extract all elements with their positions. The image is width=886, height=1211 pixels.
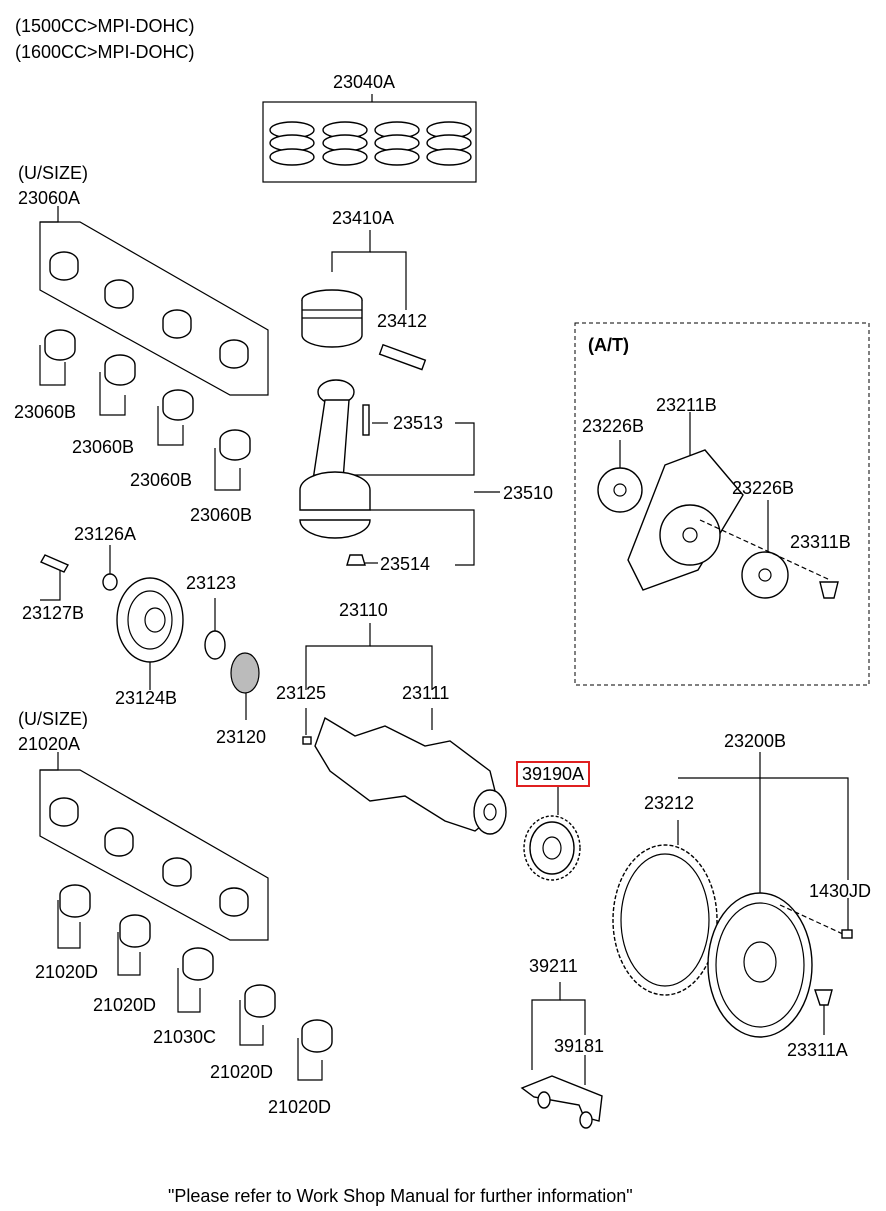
part-label-23226B-2[interactable]: 23226B: [732, 478, 795, 498]
sensor-bracket-icon: [520, 982, 603, 1129]
part-label-23311A[interactable]: 23311A: [787, 1040, 848, 1060]
part-label-21020D-4[interactable]: 21020D: [268, 1097, 332, 1117]
part-label-39181[interactable]: 39181: [554, 1036, 605, 1056]
part-label-23060B-4[interactable]: 23060B: [190, 505, 253, 525]
engine-spec-line-2: (1600CC>MPI-DOHC): [15, 42, 195, 62]
engine-spec-line-1: (1500CC>MPI-DOHC): [15, 16, 195, 36]
main-bearing-set-icon: [39, 752, 269, 941]
undersize-label-upper: (U/SIZE): [18, 163, 88, 183]
part-label-21020D-1[interactable]: 21020D: [35, 962, 99, 982]
part-label-21020D-3[interactable]: 21020D: [210, 1062, 274, 1082]
part-label-39211[interactable]: 39211: [529, 956, 578, 976]
piston-ring-set-icon: [269, 121, 472, 166]
part-label-23211B[interactable]: 23211B: [656, 395, 717, 415]
at-option-box: [574, 322, 870, 686]
at-label: (A/T): [588, 335, 629, 355]
conrod-bearing-icon: [39, 329, 251, 491]
part-label-23124B[interactable]: 23124B: [115, 688, 178, 708]
crank-sprocket-icon: [523, 787, 581, 881]
part-label-23226B-1[interactable]: 23226B: [582, 416, 645, 436]
part-label-23040A[interactable]: 23040A: [333, 72, 396, 92]
part-label-21030C[interactable]: 21030C: [153, 1027, 217, 1047]
part-label-23412[interactable]: 23412: [377, 311, 428, 331]
part-label-39190A-highlighted[interactable]: 39190A: [516, 761, 591, 787]
flywheel-icon: [612, 752, 853, 1038]
part-label-21020D-2[interactable]: 21020D: [93, 995, 157, 1015]
flexplate-icon: [597, 412, 839, 599]
piston-rings-group: [262, 94, 477, 183]
part-label-23111[interactable]: 23111: [402, 683, 450, 703]
part-label-23513[interactable]: 23513: [393, 413, 444, 433]
part-label-1430JD[interactable]: 1430JD: [809, 881, 872, 901]
undersize-label-lower: (U/SIZE): [18, 709, 88, 729]
part-label-23410A[interactable]: 23410A: [332, 208, 395, 228]
part-label-21020A[interactable]: 21020A: [18, 734, 81, 754]
conrod-bearing-set-icon: [39, 206, 269, 396]
part-label-23510[interactable]: 23510: [503, 483, 554, 503]
part-label-23127B[interactable]: 23127B: [22, 603, 85, 623]
piston-icon: [301, 230, 427, 371]
crank-pulley-icon: [40, 545, 260, 720]
part-label-23060B-2[interactable]: 23060B: [72, 437, 135, 457]
main-bearing-icon: [57, 884, 333, 1081]
part-label-23212[interactable]: 23212: [644, 793, 695, 813]
part-label-23060A[interactable]: 23060A: [18, 188, 81, 208]
connecting-rod-icon: [299, 379, 500, 566]
part-label-23110[interactable]: 23110: [339, 600, 388, 620]
part-label-23125[interactable]: 23125: [276, 683, 327, 703]
footer-note: "Please refer to Work Shop Manual for fu…: [168, 1186, 633, 1206]
part-label-23123[interactable]: 23123: [186, 573, 237, 593]
part-label-23200B[interactable]: 23200B: [724, 731, 787, 751]
part-label-23311B[interactable]: 23311B: [790, 532, 851, 552]
part-label-23060B-3[interactable]: 23060B: [130, 470, 193, 490]
part-label-23126A[interactable]: 23126A: [74, 524, 137, 544]
part-label-23514[interactable]: 23514: [380, 554, 431, 574]
part-label-23060B-1[interactable]: 23060B: [14, 402, 77, 422]
part-label-23120[interactable]: 23120: [216, 727, 267, 747]
crankshaft-icon: [302, 623, 507, 835]
